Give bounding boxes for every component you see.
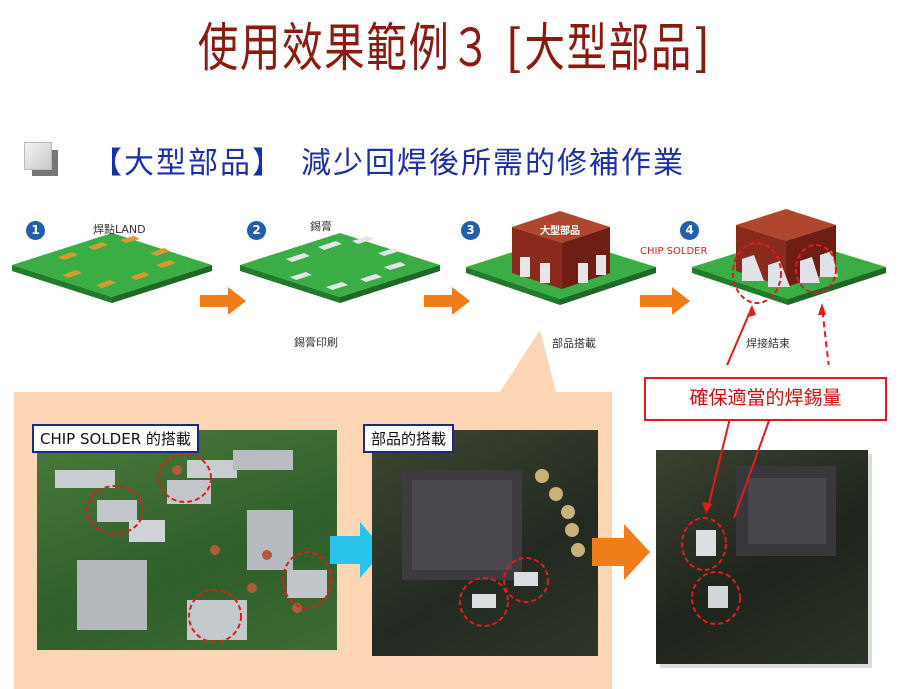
step-3-bottom-label: 部品搭載: [552, 337, 596, 350]
callout-pointers: [702, 417, 771, 519]
photo-solder-result: [656, 450, 868, 664]
component-label: 大型部品: [540, 226, 580, 237]
step-2-bottom-label: 錫膏印刷: [294, 336, 338, 349]
subtitle: 【大型部品】 減少回焊後所需的修補作業: [92, 146, 685, 181]
step-1-label: 焊點LAND: [93, 223, 146, 236]
cyan-arrow-icon: [330, 522, 384, 578]
bullet-icon: [24, 142, 58, 176]
orange-arrow-icon: [592, 524, 650, 580]
step-2-label: 錫膏: [310, 220, 332, 233]
photo-chip-solder: [37, 430, 337, 650]
step-3-number: 3: [461, 221, 480, 240]
solder-highlight-left: [732, 242, 782, 304]
chip-solder-label: CHIP SOLDER: [640, 246, 708, 257]
step2-board: [240, 233, 440, 303]
photo-label-component: 部品的搭載: [363, 424, 455, 453]
process-arrow-3: [640, 287, 690, 315]
step4-board: [692, 209, 886, 305]
step-2-number: 2: [247, 221, 266, 240]
callout-box: 確保適當的焊錫量: [644, 377, 887, 421]
page-title: 使用效果範例３ [大型部品]: [197, 19, 711, 79]
step-4-number: 4: [680, 221, 699, 240]
process-arrow-1: [200, 287, 246, 315]
step-1-number: 1: [26, 221, 45, 240]
photo-component-placement: [372, 430, 598, 656]
step-4-bottom-label: 焊接結束: [746, 337, 790, 350]
step3-board: [466, 211, 656, 305]
solder-highlight-right: [795, 244, 837, 294]
step1-board: [12, 233, 212, 303]
process-diagram: [12, 209, 886, 365]
process-arrow-2: [424, 287, 470, 315]
photo-label-chip-solder: CHIP SOLDER 的搭載: [32, 424, 199, 453]
